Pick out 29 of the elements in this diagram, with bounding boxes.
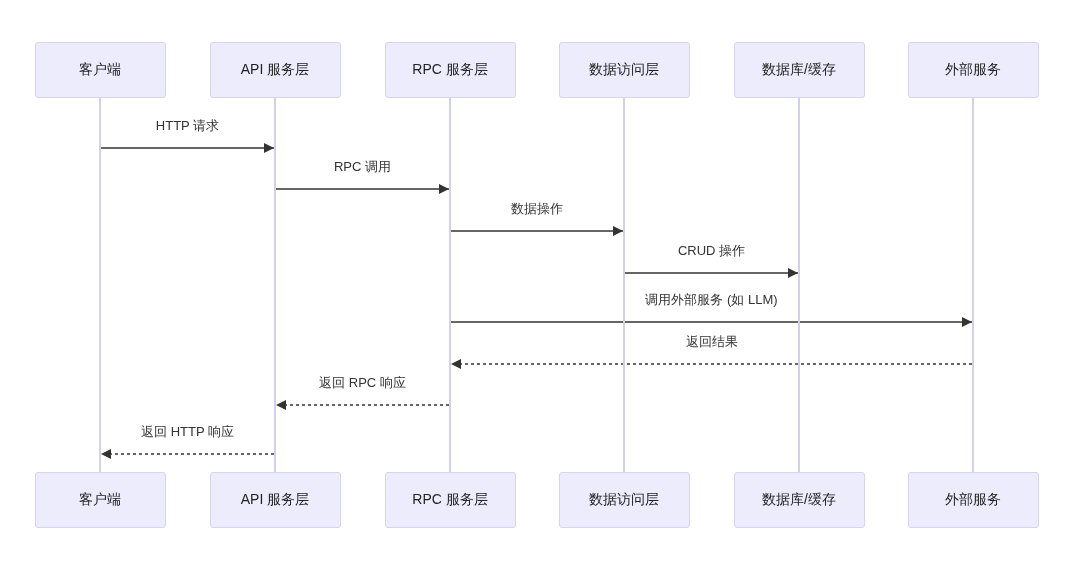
participant-box: 数据库/缓存 <box>733 42 865 98</box>
participant-box: API 服务层 <box>209 472 341 528</box>
message-arrow <box>624 268 799 278</box>
lifeline <box>449 98 451 472</box>
participant-box: RPC 服务层 <box>384 472 516 528</box>
message-label: 返回 RPC 响应 <box>316 375 409 391</box>
participant-box: 数据访问层 <box>558 42 690 98</box>
participant-box: 外部服务 <box>907 42 1039 98</box>
message-arrow <box>450 317 973 327</box>
message-label: 返回 HTTP 响应 <box>138 424 237 440</box>
message-arrow <box>100 143 275 153</box>
participant-box: API 服务层 <box>209 42 341 98</box>
lifeline <box>99 98 101 472</box>
participant-box: 数据访问层 <box>558 472 690 528</box>
lifeline <box>798 98 800 472</box>
message-arrow <box>450 226 624 236</box>
lifeline <box>623 98 625 472</box>
participant-box: 外部服务 <box>907 472 1039 528</box>
message-label: 数据操作 <box>508 201 566 217</box>
participant-box: 客户端 <box>34 472 166 528</box>
lifeline <box>972 98 974 472</box>
message-arrow <box>275 184 450 194</box>
message-arrow <box>450 359 973 369</box>
message-arrow <box>100 449 275 459</box>
participant-box: 客户端 <box>34 42 166 98</box>
message-arrow <box>275 400 450 410</box>
lifeline <box>274 98 276 472</box>
participant-box: 数据库/缓存 <box>733 472 865 528</box>
participant-box: RPC 服务层 <box>384 42 516 98</box>
